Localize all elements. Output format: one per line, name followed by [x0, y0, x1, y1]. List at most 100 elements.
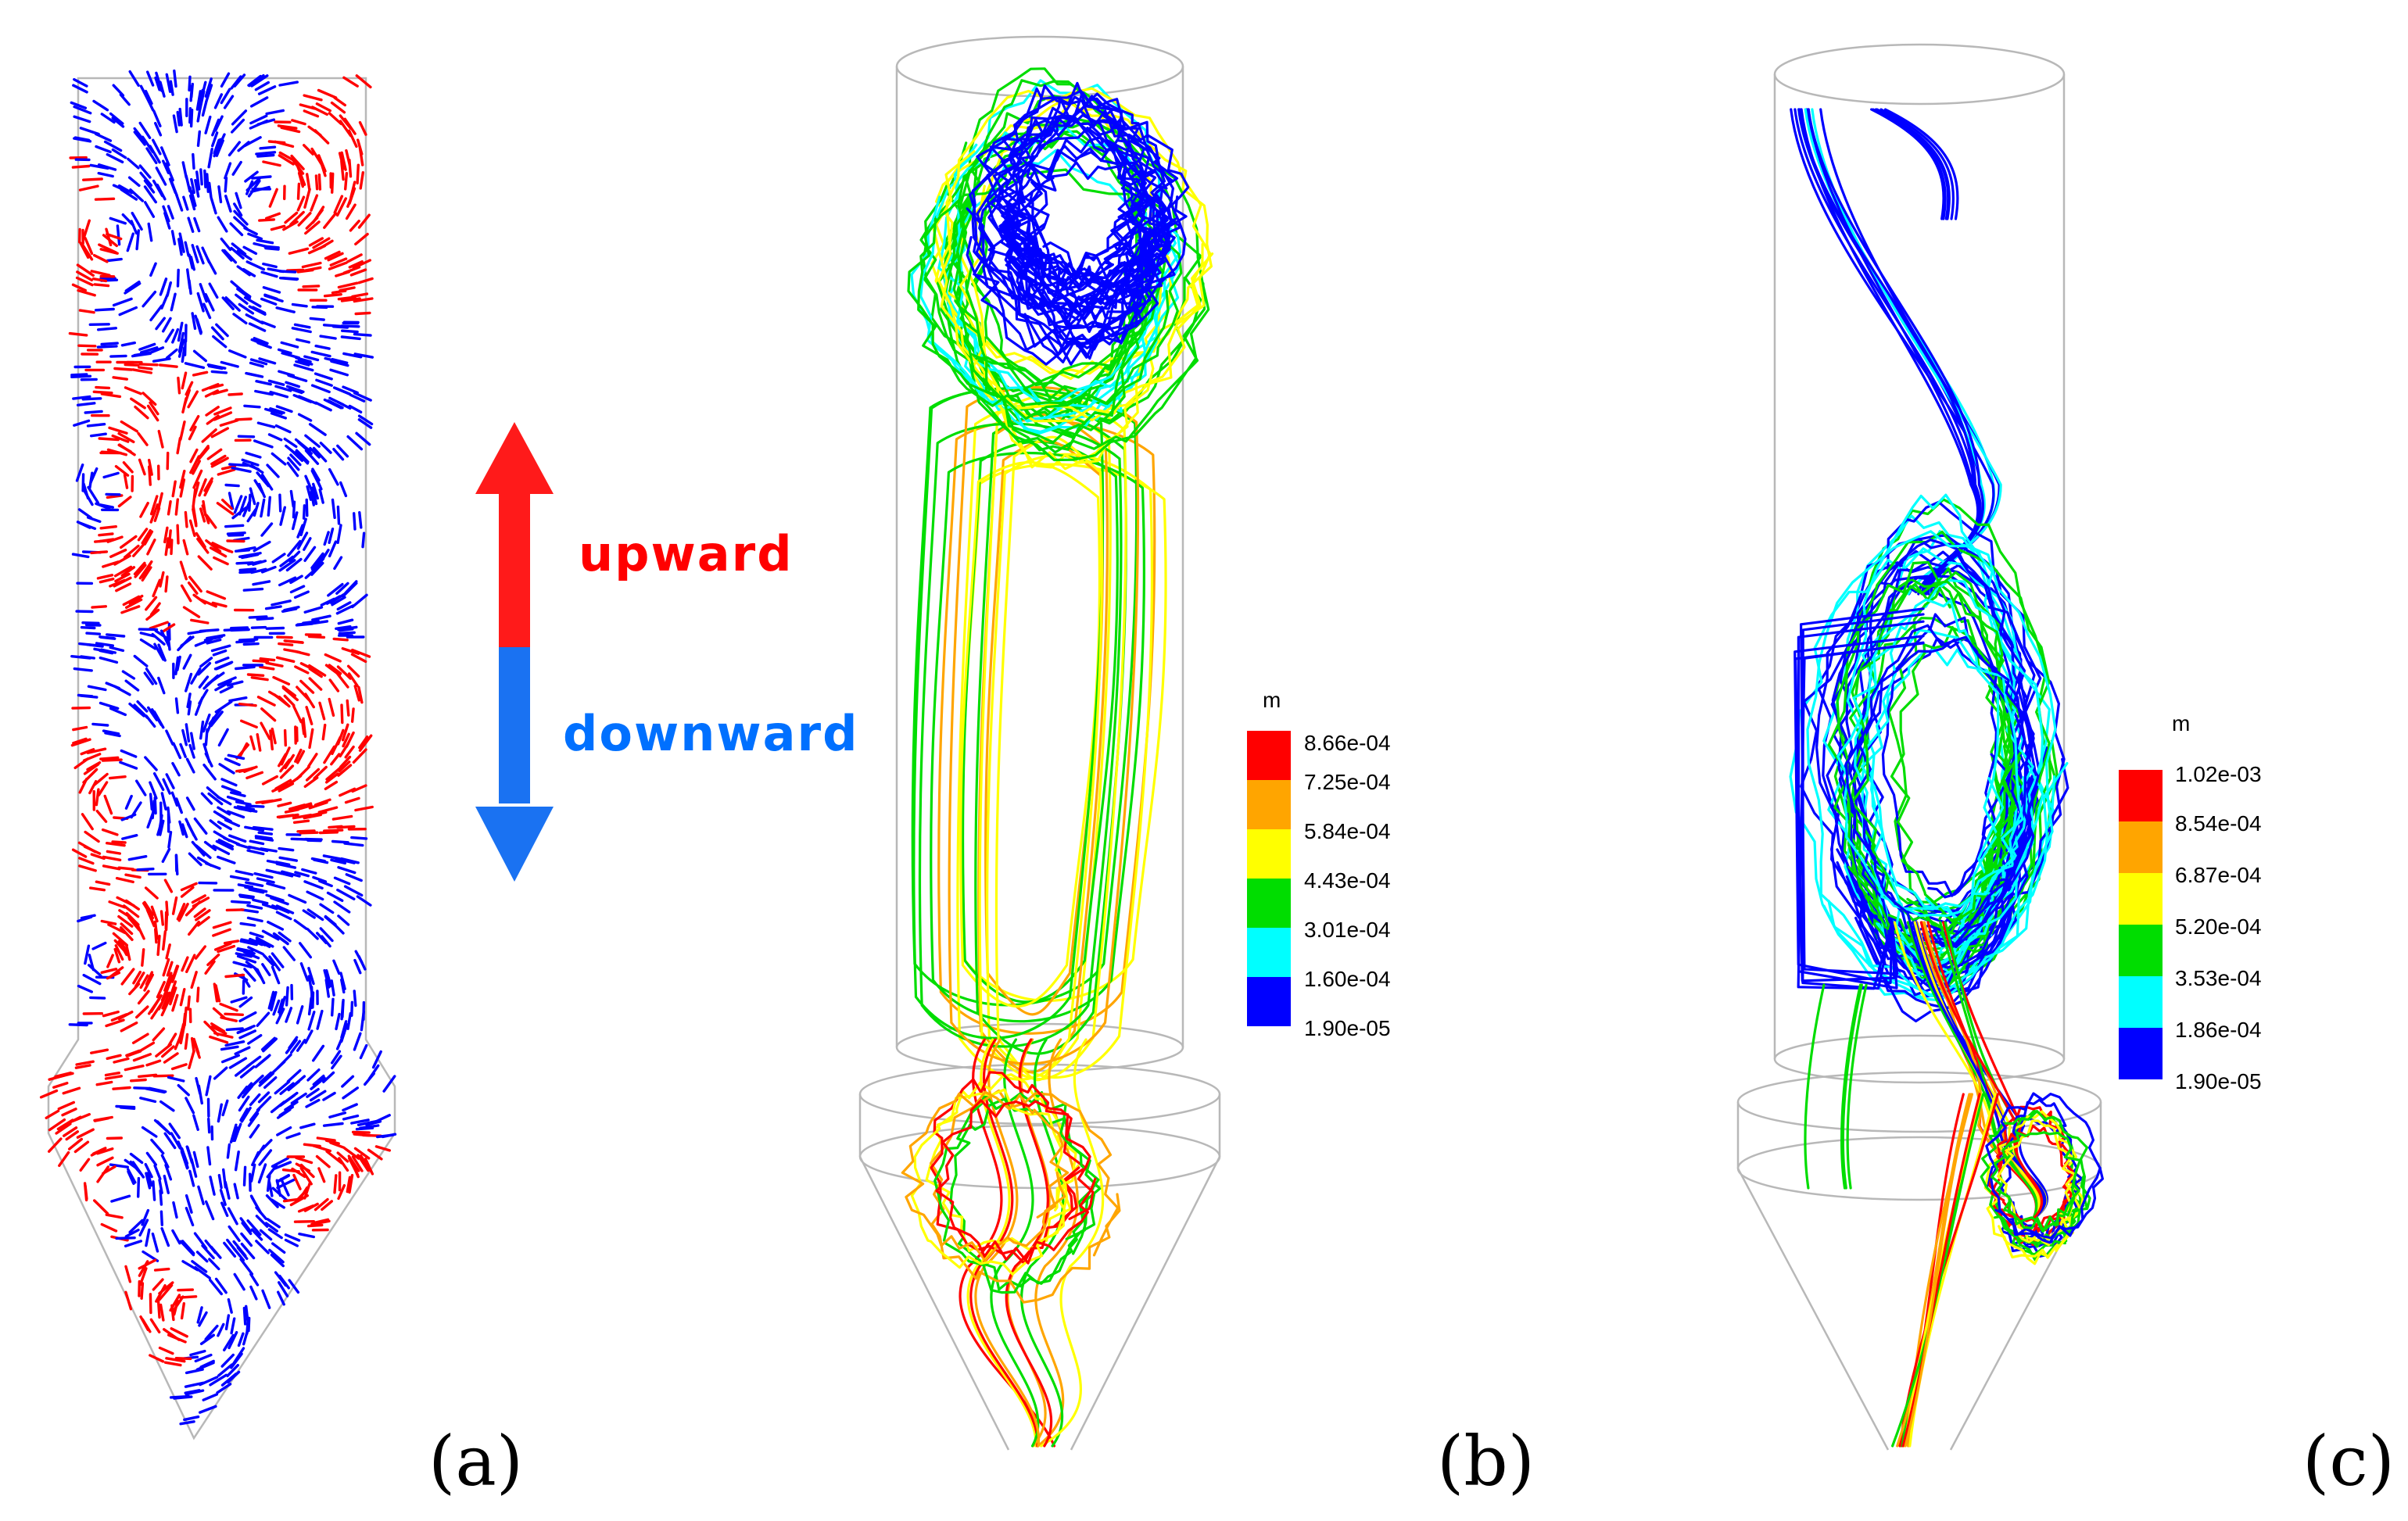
velocity-vector — [306, 927, 319, 940]
velocity-vector — [171, 327, 180, 344]
velocity-vector — [319, 442, 332, 454]
velocity-vector — [192, 1114, 199, 1132]
velocity-vector — [338, 1157, 349, 1172]
velocity-vector — [279, 506, 286, 526]
velocity-vector — [84, 944, 91, 965]
velocity-vector — [129, 1152, 144, 1165]
velocity-vector — [96, 327, 118, 331]
velocity-vector — [297, 359, 314, 366]
velocity-vector — [156, 1120, 172, 1136]
velocity-vector — [152, 1278, 164, 1291]
velocity-vector — [228, 1225, 241, 1242]
velocity-vector — [312, 1044, 325, 1062]
velocity-vector — [338, 760, 351, 773]
velocity-vector — [243, 227, 258, 236]
velocity-vector — [291, 119, 306, 126]
upward-arrow — [475, 422, 554, 647]
velocity-vector — [304, 449, 320, 465]
velocity-vector — [294, 871, 310, 878]
velocity-vector — [153, 1164, 162, 1181]
velocity-vector — [113, 554, 131, 566]
velocity-vector — [325, 1150, 343, 1165]
velocity-vector — [269, 407, 285, 414]
velocity-vector — [76, 270, 94, 281]
velocity-vector — [185, 381, 194, 396]
velocity-vector — [305, 498, 309, 517]
velocity-vector — [97, 171, 114, 178]
velocity-vector — [106, 850, 122, 855]
velocity-vector — [119, 760, 138, 770]
velocity-vector — [102, 729, 120, 735]
velocity-vector — [153, 506, 161, 522]
velocity-vector — [105, 227, 113, 247]
velocity-vector — [233, 1126, 241, 1143]
velocity-vector — [252, 580, 271, 586]
colorbar-c-tick: 1.86e-04 — [2175, 1018, 2262, 1042]
velocity-vector — [138, 366, 153, 370]
velocity-vector — [358, 735, 369, 750]
velocity-vector — [172, 1201, 178, 1219]
velocity-vector — [250, 1074, 264, 1088]
velocity-vector — [93, 772, 109, 786]
velocity-vector — [250, 338, 268, 347]
velocity-vector — [261, 775, 278, 786]
velocity-vector — [124, 281, 141, 292]
velocity-vector — [308, 423, 327, 436]
velocity-vector — [90, 270, 111, 277]
velocity-vector — [77, 344, 97, 348]
velocity-vector — [144, 886, 159, 900]
velocity-vector — [80, 655, 96, 660]
velocity-vector — [296, 268, 314, 274]
velocity-vector — [278, 1281, 289, 1297]
velocity-vector — [81, 813, 94, 831]
velocity-vector — [111, 434, 130, 443]
velocity-vector — [292, 500, 296, 519]
colorbar-b-tick: 7.25e-04 — [1304, 770, 1391, 794]
velocity-vector — [307, 966, 315, 986]
velocity-vector — [260, 270, 278, 278]
velocity-vector — [357, 414, 374, 426]
velocity-vector — [233, 73, 246, 88]
velocity-vector — [278, 151, 296, 163]
direction-legend: upward downward — [475, 422, 857, 882]
velocity-vector — [85, 632, 102, 635]
velocity-vector — [355, 431, 371, 446]
velocity-vector — [244, 170, 259, 183]
colorbar-b-unit: m — [1263, 688, 1281, 712]
velocity-vector — [294, 665, 310, 675]
velocity-vector — [129, 1078, 147, 1083]
velocity-vector — [309, 1090, 327, 1102]
velocity-vector — [92, 253, 109, 263]
velocity-vector — [328, 697, 335, 717]
velocity-vector — [62, 1126, 78, 1137]
velocity-vector — [217, 216, 228, 233]
velocity-vector — [181, 397, 188, 413]
velocity-vector — [336, 1151, 349, 1163]
velocity-vector — [311, 1143, 331, 1153]
velocity-vector — [276, 635, 293, 639]
velocity-vector — [81, 621, 100, 625]
velocity-vector — [77, 288, 96, 297]
velocity-vector — [150, 708, 163, 727]
velocity-vector — [233, 202, 243, 217]
velocity-vector — [231, 118, 245, 134]
velocity-vector — [124, 1290, 133, 1311]
velocity-vector — [90, 1147, 106, 1157]
velocity-vector — [289, 210, 305, 226]
velocity-vector — [324, 780, 339, 790]
velocity-vector — [82, 482, 90, 499]
velocity-vector — [194, 1353, 213, 1363]
velocity-vector — [171, 480, 177, 498]
velocity-vector — [353, 332, 372, 337]
velocity-vector — [179, 1240, 195, 1257]
velocity-vector — [146, 404, 159, 422]
velocity-vector — [292, 1075, 306, 1087]
velocity-vector — [254, 389, 274, 396]
velocity-vector — [202, 713, 211, 733]
velocity-vector — [226, 531, 246, 535]
colorbar-b-tick: 1.60e-04 — [1304, 967, 1391, 991]
velocity-vector — [353, 1133, 371, 1137]
velocity-vector — [145, 70, 155, 87]
particle-pathline — [1991, 1131, 2082, 1233]
velocity-vector — [314, 344, 331, 350]
